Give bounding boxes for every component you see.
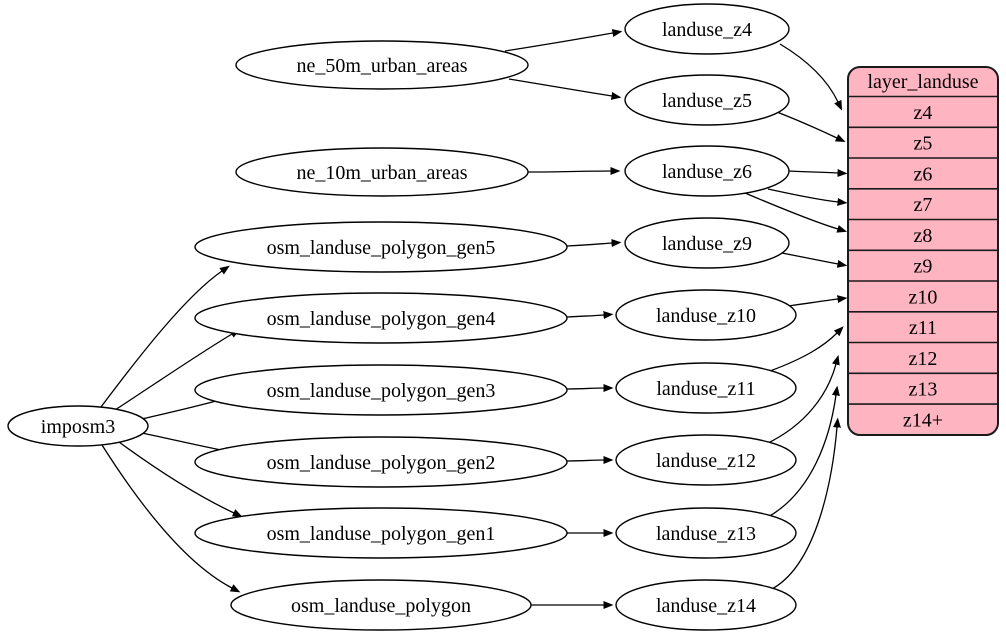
edge-ne_50m_urban_areas-landuse_z5: [508, 78, 622, 100]
table-row-z10: z10: [909, 287, 938, 309]
node-landuse_z13-label: landuse_z13: [656, 523, 756, 545]
node-imposm3: imposm3: [7, 405, 149, 447]
edge-landuse_z5-row_z5: [776, 111, 846, 143]
node-osm_landuse_polygon_gen4-shape: [194, 292, 568, 344]
node-landuse_z11: landuse_z11: [615, 362, 797, 414]
edge-landuse_z11-row_z11: [769, 326, 844, 372]
node-osm_landuse_polygon-label: osm_landuse_polygon: [291, 595, 471, 617]
node-landuse_z6: landuse_z6: [624, 145, 790, 197]
table-row-z5: z5: [914, 133, 933, 155]
node-landuse_z4-label: landuse_z4: [662, 19, 752, 41]
table-row-z4: z4: [914, 102, 933, 124]
table-row-z13: z13: [909, 379, 938, 401]
node-ne_50m_urban_areas: ne_50m_urban_areas: [235, 40, 529, 90]
node-osm_landuse_polygon_gen1: osm_landuse_polygon_gen1: [194, 507, 568, 559]
node-osm_landuse_polygon_gen1-shape: [194, 507, 568, 559]
node-landuse_z12: landuse_z12: [615, 434, 797, 486]
node-ne_50m_urban_areas-shape: [235, 40, 529, 90]
edge-landuse_z9-row_z9: [781, 252, 848, 268]
edge-imposm3-osm_landuse_polygon_gen5: [100, 265, 230, 408]
node-landuse_z5-shape: [624, 74, 790, 126]
edge-landuse_z6-row_z8: [744, 192, 848, 233]
edge-osm_landuse_polygon_gen5-landuse_z9: [566, 239, 622, 248]
table-layer_landuse: layer_landuse z4 z5 z6 z7 z8 z9 z10 z11 …: [847, 66, 999, 436]
table-row-z9: z9: [914, 256, 933, 278]
edge-osm_landuse_polygon_gen2-landuse_z12: [566, 456, 614, 465]
node-landuse_z14-shape: [615, 579, 797, 631]
edge-landuse_z13-row_z13: [767, 385, 840, 518]
table-row-z14: z14+: [903, 410, 943, 432]
node-osm_landuse_polygon-shape: [230, 579, 532, 631]
node-landuse_z14-label: landuse_z14: [656, 595, 756, 617]
node-landuse_z13: landuse_z13: [615, 507, 797, 559]
node-osm_landuse_polygon_gen3-label: osm_landuse_polygon_gen3: [267, 380, 496, 402]
edge-imposm3-osm_landuse_polygon_gen4: [114, 329, 241, 411]
node-osm_landuse_polygon_gen2: osm_landuse_polygon_gen2: [194, 436, 568, 488]
node-ne_10m_urban_areas-shape: [235, 147, 529, 197]
node-ne_10m_urban_areas: ne_10m_urban_areas: [235, 147, 529, 197]
edge-ne_50m_urban_areas-landuse_z4: [504, 29, 623, 52]
table-row-z8: z8: [914, 225, 933, 247]
edge-imposm3-osm_landuse_polygon_gen1: [118, 441, 243, 518]
node-osm_landuse_polygon_gen4-label: osm_landuse_polygon_gen4: [267, 308, 496, 330]
node-imposm3-label: imposm3: [41, 416, 115, 438]
edge-osm_landuse_polygon_gen4-landuse_z10: [566, 311, 614, 320]
edge-ne_10m_urban_areas-landuse_z6: [527, 167, 621, 176]
node-landuse_z9-shape: [624, 217, 790, 269]
node-landuse_z9-label: landuse_z9: [662, 233, 752, 255]
node-landuse_z9: landuse_z9: [624, 217, 790, 269]
node-landuse_z12-label: landuse_z12: [656, 450, 756, 472]
node-osm_landuse_polygon: osm_landuse_polygon: [230, 579, 532, 631]
node-osm_landuse_polygon_gen2-shape: [194, 436, 568, 488]
edge-imposm3-osm_landuse_polygon: [101, 444, 241, 593]
node-osm_landuse_polygon_gen5-shape: [194, 221, 568, 273]
node-landuse_z11-label: landuse_z11: [656, 378, 755, 400]
node-landuse_z6-label: landuse_z6: [662, 161, 752, 183]
edge-imposm3-osm_landuse_polygon_gen3: [141, 396, 230, 420]
node-landuse_z12-shape: [615, 434, 797, 486]
node-landuse_z4-shape: [624, 3, 790, 55]
node-landuse_z10-shape: [615, 289, 797, 341]
node-landuse_z10: landuse_z10: [615, 289, 797, 341]
node-ne_10m_urban_areas-label: ne_10m_urban_areas: [296, 162, 467, 184]
node-landuse_z6-shape: [624, 145, 790, 197]
edges-layer: [100, 29, 848, 610]
node-osm_landuse_polygon_gen5-label: osm_landuse_polygon_gen5: [267, 237, 496, 259]
node-landuse_z5: landuse_z5: [624, 74, 790, 126]
node-osm_landuse_polygon_gen3: osm_landuse_polygon_gen3: [194, 364, 568, 416]
table-title: layer_landuse: [867, 71, 978, 93]
node-landuse_z14: landuse_z14: [615, 579, 797, 631]
node-landuse_z5-label: landuse_z5: [662, 90, 752, 112]
edge-landuse_z12-row_z12: [765, 354, 840, 445]
node-landuse_z10-label: landuse_z10: [656, 305, 756, 327]
node-ne_50m_urban_areas-label: ne_50m_urban_areas: [296, 55, 467, 77]
node-imposm3-shape: [7, 405, 149, 447]
node-landuse_z11-shape: [615, 362, 797, 414]
table-row-z7: z7: [914, 194, 933, 216]
node-osm_landuse_polygon_gen5: osm_landuse_polygon_gen5: [194, 221, 568, 273]
node-landuse_z13-shape: [615, 507, 797, 559]
node-osm_landuse_polygon_gen4: osm_landuse_polygon_gen4: [194, 292, 568, 344]
table-row-z6: z6: [914, 164, 933, 186]
node-osm_landuse_polygon_gen3-shape: [194, 364, 568, 416]
table-row-z12: z12: [909, 348, 938, 370]
node-osm_landuse_polygon_gen2-label: osm_landuse_polygon_gen2: [267, 452, 496, 474]
edge-landuse_z6-row_z7: [767, 188, 848, 206]
edge-imposm3-osm_landuse_polygon_gen2: [141, 432, 236, 455]
node-landuse_z4: landuse_z4: [624, 3, 790, 55]
edge-landuse_z10-row_z10: [787, 295, 848, 307]
edge-landuse_z6-row_z6: [788, 168, 848, 177]
node-osm_landuse_polygon_gen1-label: osm_landuse_polygon_gen1: [267, 523, 496, 545]
edge-osm_landuse_polygon_gen3-landuse_z11: [566, 384, 614, 393]
table-row-z11: z11: [909, 317, 937, 339]
edge-landuse_z14-row_z14: [769, 417, 841, 591]
edge-landuse_z4-row_z4: [779, 43, 843, 111]
